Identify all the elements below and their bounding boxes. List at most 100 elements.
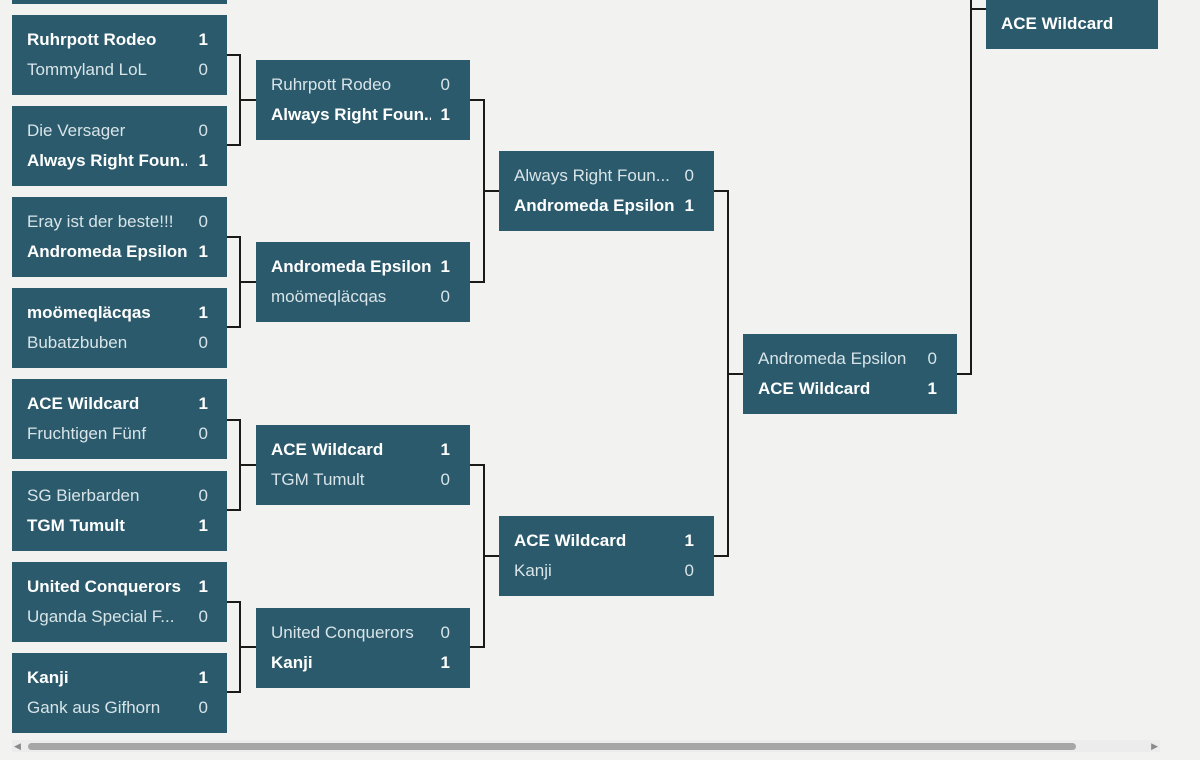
match-r2-3[interactable]: ACE Wildcard 1 TGM Tumult 0 xyxy=(256,425,470,505)
bracket-connector xyxy=(957,0,972,375)
team-score: 0 xyxy=(440,470,450,489)
team-score: 1 xyxy=(198,394,208,413)
team-row[interactable]: moömeqläcqas 1 xyxy=(27,298,227,328)
team-row[interactable]: Fruchtigen Fünf 0 xyxy=(27,419,227,449)
match-r1-6[interactable]: SG Bierbarden 0 TGM Tumult 1 xyxy=(12,471,227,551)
horizontal-scrollbar[interactable]: ◀ ▶ xyxy=(12,740,1160,752)
team-row[interactable]: ACE Wildcard 1 xyxy=(758,374,957,404)
team-score: 0 xyxy=(198,333,208,352)
match-r1-5[interactable]: ACE Wildcard 1 Fruchtigen Fünf 0 xyxy=(12,379,227,459)
team-row[interactable]: Die Versager 0 xyxy=(27,116,227,146)
match-r1-1[interactable]: Ruhrpott Rodeo 1 Tommyland LoL 0 xyxy=(12,15,227,95)
team-row[interactable]: Always Right Foun... 1 xyxy=(27,146,227,176)
team-row[interactable]: Andromeda Epsilon 1 xyxy=(271,252,470,282)
team-score: 1 xyxy=(440,440,450,459)
team-row[interactable]: United Conquerors 0 xyxy=(271,618,470,648)
bracket-connector xyxy=(484,555,499,557)
team-score: 1 xyxy=(198,242,208,261)
match-r2-1[interactable]: Ruhrpott Rodeo 0 Always Right Foun... 1 xyxy=(256,60,470,140)
team-name: ACE Wildcard xyxy=(27,394,140,413)
bracket-connector xyxy=(484,190,499,192)
team-row[interactable]: Andromeda Epsilon 1 xyxy=(27,237,227,267)
scroll-right-arrow-icon[interactable]: ▶ xyxy=(1151,741,1158,751)
team-name: moömeqläcqas xyxy=(27,303,151,322)
team-score: 0 xyxy=(198,486,208,505)
scroll-left-arrow-icon[interactable]: ◀ xyxy=(14,741,21,751)
team-name: Kanji xyxy=(514,561,552,580)
team-row[interactable]: Ruhrpott Rodeo 1 xyxy=(27,25,227,55)
bracket-connector xyxy=(470,99,485,283)
team-score: 0 xyxy=(198,607,208,626)
team-row[interactable]: TGM Tumult 0 xyxy=(271,465,470,495)
team-name: ACE Wildcard xyxy=(514,531,627,550)
bracket-connector xyxy=(470,464,485,648)
match-r2-4[interactable]: United Conquerors 0 Kanji 1 xyxy=(256,608,470,688)
bracket-connector xyxy=(728,373,743,375)
match-r1-4[interactable]: moömeqläcqas 1 Bubatzbuben 0 xyxy=(12,288,227,368)
bracket-connector xyxy=(240,99,256,101)
team-row[interactable]: ACE Wildcard 1 xyxy=(27,389,227,419)
match-r2-2[interactable]: Andromeda Epsilon 1 moömeqläcqas 0 xyxy=(256,242,470,322)
team-row[interactable]: TGM Tumult 1 xyxy=(27,511,227,541)
team-row[interactable]: Bubatzbuben 0 xyxy=(27,328,227,358)
match-r1-3[interactable]: Eray ist der beste!!! 0 Andromeda Epsilo… xyxy=(12,197,227,277)
team-row[interactable]: Kanji 1 xyxy=(271,648,470,678)
bracket-connector xyxy=(971,8,986,10)
team-score: 1 xyxy=(440,653,450,672)
team-row[interactable]: ACE Wildcard 1 xyxy=(271,435,470,465)
team-score: 1 xyxy=(198,303,208,322)
match-r5-1[interactable]: ACE Wildcard xyxy=(986,0,1158,49)
match-r4-1[interactable]: Andromeda Epsilon 0 ACE Wildcard 1 xyxy=(743,334,957,414)
team-score: 1 xyxy=(198,668,208,687)
team-row[interactable]: United Conquerors 1 xyxy=(27,572,227,602)
match-r1-2[interactable]: Die Versager 0 Always Right Foun... 1 xyxy=(12,106,227,186)
team-score: 1 xyxy=(684,196,694,215)
team-name: moömeqläcqas xyxy=(271,287,387,306)
team-score: 0 xyxy=(440,287,450,306)
team-name: Fruchtigen Fünf xyxy=(27,424,147,443)
team-score: 1 xyxy=(684,531,694,550)
team-name: Eray ist der beste!!! xyxy=(27,212,174,231)
bracket-connector xyxy=(240,464,256,466)
team-row[interactable]: Eray ist der beste!!! 0 xyxy=(27,207,227,237)
team-row[interactable]: ACE Wildcard 1 xyxy=(514,526,714,556)
team-score: 1 xyxy=(440,257,450,276)
team-row[interactable]: Gank aus Gifhorn 0 xyxy=(27,693,227,723)
team-row[interactable]: SG Bierbarden 0 xyxy=(27,481,227,511)
team-name: Andromeda Epsilon xyxy=(27,242,187,261)
team-score: 1 xyxy=(198,151,208,170)
team-score: 0 xyxy=(927,349,937,368)
match-r1-8[interactable]: Kanji 1 Gank aus Gifhorn 0 xyxy=(12,653,227,733)
match-r3-1[interactable]: Always Right Foun... 0 Andromeda Epsilon… xyxy=(499,151,714,231)
team-row[interactable]: Uganda Special F... 0 xyxy=(27,602,227,632)
team-row[interactable]: Always Right Foun... 1 xyxy=(271,100,470,130)
team-name: Andromeda Epsilon xyxy=(271,257,431,276)
team-name: SG Bierbarden xyxy=(27,486,140,505)
team-score: 0 xyxy=(198,698,208,717)
team-name: United Conquerors xyxy=(271,623,414,642)
team-row[interactable]: Kanji 0 xyxy=(514,556,714,586)
bracket-connector xyxy=(240,281,256,283)
team-row[interactable]: Tommyland LoL 0 xyxy=(27,55,227,85)
team-name: Tommyland LoL xyxy=(27,60,148,79)
scrollbar-thumb[interactable] xyxy=(28,743,1076,750)
team-row[interactable]: Andromeda Epsilon 1 xyxy=(514,191,714,221)
team-score: 1 xyxy=(198,30,208,49)
match-r3-2[interactable]: ACE Wildcard 1 Kanji 0 xyxy=(499,516,714,596)
match-r1-7[interactable]: United Conquerors 1 Uganda Special F... … xyxy=(12,562,227,642)
bracket-connector xyxy=(227,601,241,693)
team-score: 0 xyxy=(198,60,208,79)
team-row[interactable]: moömeqläcqas 0 xyxy=(271,282,470,312)
team-name: TGM Tumult xyxy=(271,470,365,489)
team-row[interactable]: Always Right Foun... 0 xyxy=(514,161,714,191)
team-row[interactable]: ACE Wildcard xyxy=(1001,9,1158,39)
bracket-connector xyxy=(227,236,241,328)
team-score: 0 xyxy=(198,121,208,140)
team-name: Ruhrpott Rodeo xyxy=(27,30,157,49)
team-row[interactable]: Ruhrpott Rodeo 0 xyxy=(271,70,470,100)
team-name: Die Versager xyxy=(27,121,126,140)
team-row[interactable]: Andromeda Epsilon 0 xyxy=(758,344,957,374)
team-score: 0 xyxy=(684,561,694,580)
team-row[interactable]: Kanji 1 xyxy=(27,663,227,693)
team-name: ACE Wildcard xyxy=(758,379,871,398)
